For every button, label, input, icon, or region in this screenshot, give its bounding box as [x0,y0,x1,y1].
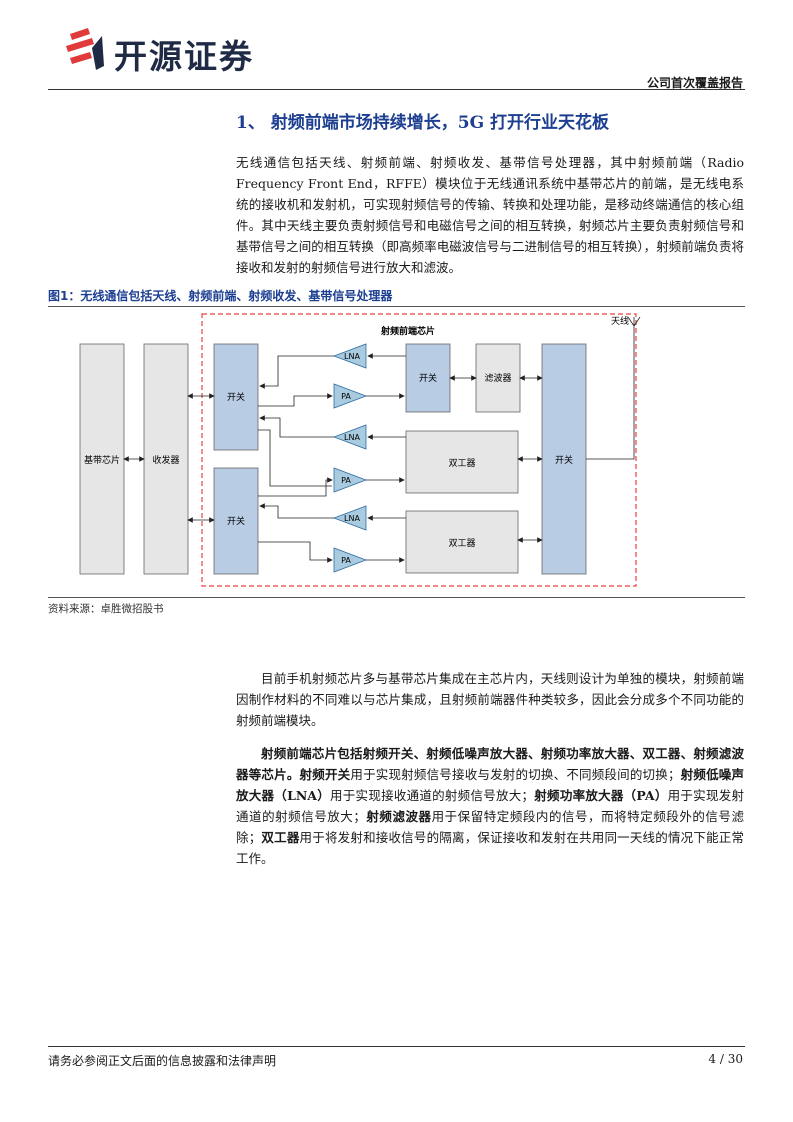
text-lna: 用于实现接收通道的射频信号放大； [330,788,535,803]
left-switch-top [213,343,259,451]
figure-source: 资料来源：卓胜微招股书 [48,603,164,615]
paragraph-intro: 无线通信包括天线、射频前端、射频收发、基带信号处理器，其中射频前端（Radio … [236,155,744,275]
report-type: 公司首次覆盖报告 [646,76,743,90]
rffe-chip-label: 射频前端芯片 [380,325,435,337]
baseband-block [79,343,125,575]
left-switch-top-label: 开关 [227,391,245,403]
text-filter: 用于保留特定频段内的信号，而将特定频段外的信号滤除； [236,809,744,845]
lna-1-icon [332,343,367,369]
footer-disclaimer: 请务必参阅正文后面的信息披露和法律声明 [48,1054,277,1068]
left-switch-bottom-label: 开关 [227,515,245,527]
text-pa: 用于实现发射通道的射频信号放大； [236,788,744,824]
pa-2-icon [333,467,368,493]
page-number: 4 / 30 [708,1052,743,1066]
duplexer-2 [405,510,519,574]
pa-1-icon [333,383,368,409]
bold-duplexer: 双工器 [261,830,300,845]
header-divider [48,89,745,90]
bold-components-intro: 射频前端芯片包括射频开关、射频低噪声放大器、射频功率放大器、双工器、射频滤波器等… [236,746,744,782]
paragraph-components: 射频前端芯片包括射频开关、射频低噪声放大器、射频功率放大器、双工器、射频滤波器等… [236,743,744,869]
lna-1-label: LNA [344,352,360,361]
footer-divider [48,1046,745,1047]
bold-switch: 射频开关 [299,767,351,782]
lna-2-icon [332,424,367,450]
middle-switch [405,343,451,413]
bold-pa: 射频功率放大器（PA） [534,788,668,803]
text-duplexer: 用于将发射和接收信号的隔离，保证接收和发射在共用同一天线的情况下能正常工作。 [236,830,744,866]
transceiver-label: 收发器 [152,454,179,466]
transceiver-block [143,343,189,575]
figure-top-rule [48,306,745,307]
duplexer-2-label: 双工器 [448,538,475,549]
lna-3-icon [332,505,367,531]
lna-2-label: LNA [344,433,360,442]
pa-1-label: PA [341,392,351,401]
text-switch: 用于实现射频信号接收与发射的切换、不同频段间的切换； [350,767,681,782]
paragraph-integration: 目前手机射频芯片多与基带芯片集成在主芯片内，天线则设计为单独的模块，射频前端因制… [236,671,744,728]
filter-label: 滤波器 [484,372,511,384]
duplexer-1-label: 双工器 [448,458,475,469]
section-title: 1、 射频前端市场持续增长，5G 打开行业天花板 [236,113,610,133]
brand-name: 开源证券 [114,37,254,76]
right-switch-label: 开关 [555,454,573,466]
pa-3-label: PA [341,556,351,565]
left-switch-bottom [213,467,259,575]
bold-filter: 射频滤波器 [365,809,432,824]
antenna-label: 天线 [611,315,629,327]
rffe-diagram: 射频前端芯片 基带芯片 收发器 开关 开关 LNA PA LNA PA LNA … [79,313,641,587]
figure-bottom-rule [48,597,745,598]
pa-2-label: PA [341,476,351,485]
pa-3-icon [333,547,368,573]
lna-3-label: LNA [344,514,360,523]
filter-block [475,343,521,413]
right-switch [541,343,587,575]
antenna-icon [586,316,641,460]
middle-switch-label: 开关 [419,372,437,384]
bold-lna: 射频低噪声放大器（LNA） [236,767,744,803]
duplexer-1 [405,430,519,494]
logo-mark-icon [66,28,104,70]
figure-caption: 图1：无线通信包括天线、射频前端、射频收发、基带信号处理器 [48,289,393,303]
rffe-chip-boundary [201,313,637,587]
company-logo: 开源证券 [62,26,292,76]
baseband-label: 基带芯片 [84,454,120,466]
